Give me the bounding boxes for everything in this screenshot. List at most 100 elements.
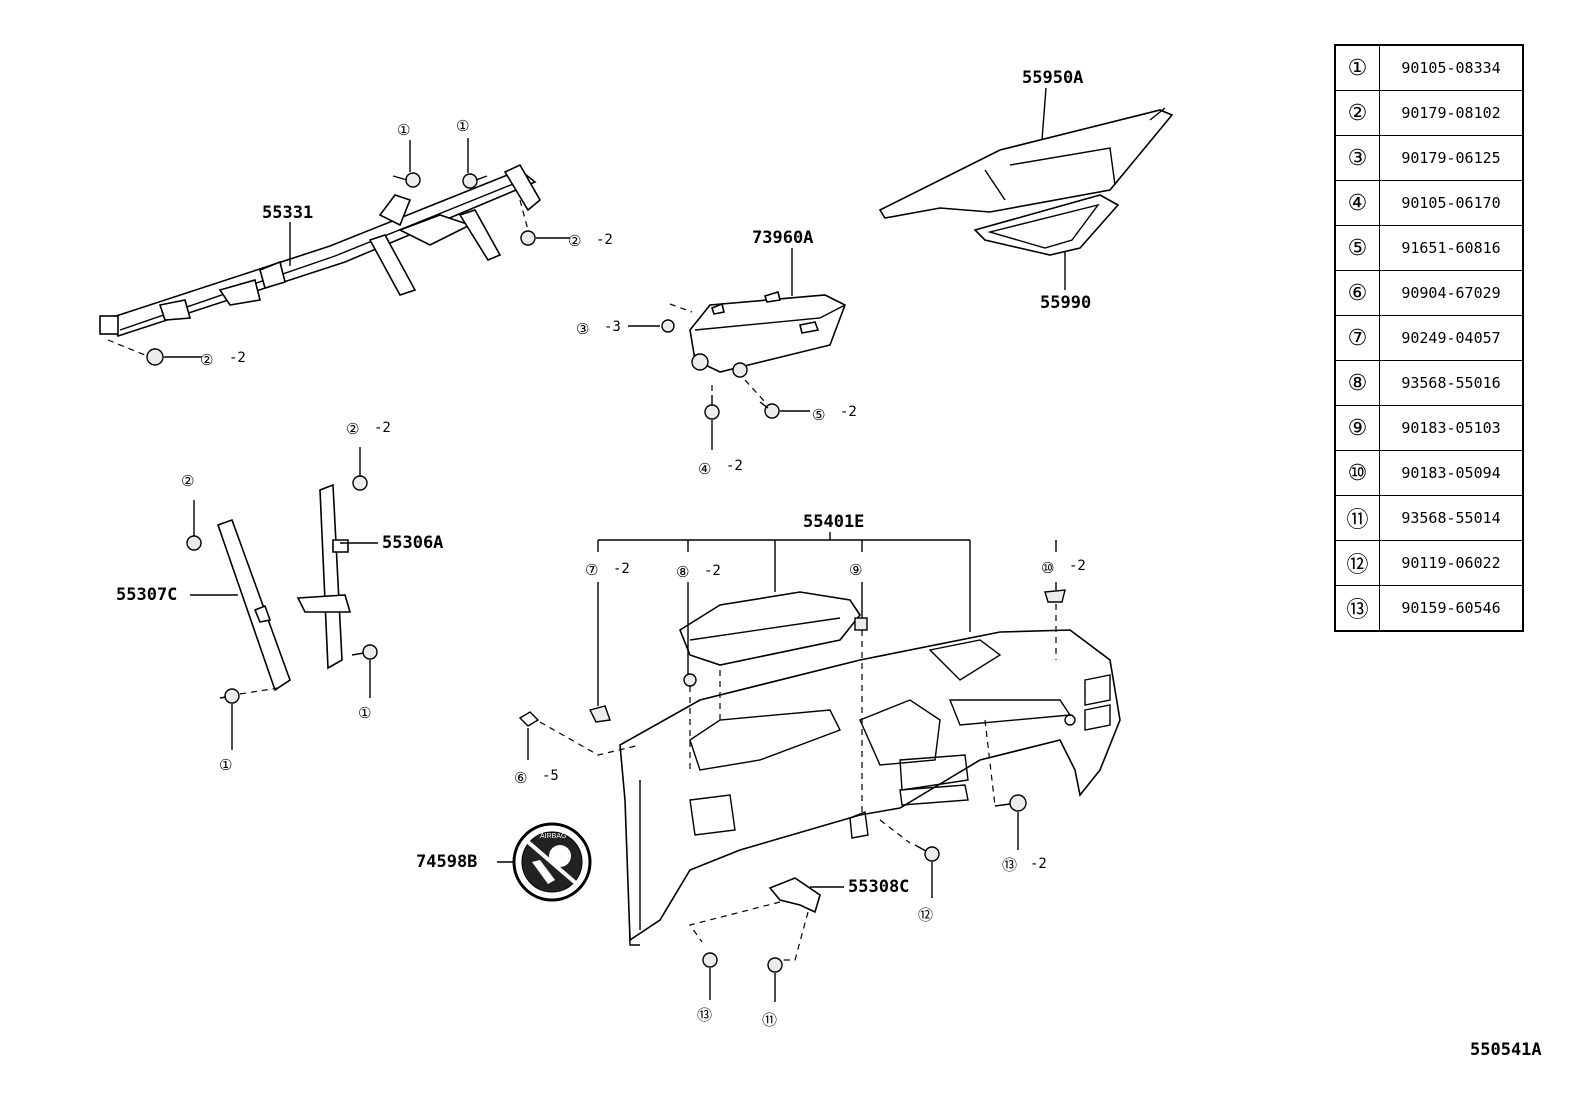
svg-text:⑦: ⑦	[585, 561, 598, 579]
part-number: 91651-60816	[1379, 225, 1524, 271]
svg-text:⑬: ⑬	[697, 1006, 712, 1024]
svg-text:-2: -2	[1030, 856, 1047, 872]
svg-text:⑫: ⑫	[918, 906, 933, 924]
part-number: 90105-06170	[1379, 180, 1524, 226]
callout: ⑨	[849, 561, 862, 579]
callout: ② -2	[346, 420, 391, 438]
part-number: 90249-04057	[1379, 315, 1524, 361]
airbag-warning-label-icon: AIRBAG	[512, 822, 592, 902]
svg-text:③: ③	[576, 320, 589, 338]
nut-icon	[146, 348, 164, 366]
page-code: 550541A	[1470, 1040, 1542, 1060]
ref-number: ⑨	[1334, 405, 1381, 451]
svg-text:-2: -2	[840, 404, 857, 420]
svg-text:②: ②	[181, 472, 194, 490]
callout: ①	[358, 704, 371, 722]
ref-number: ⑬	[1334, 585, 1381, 632]
svg-text:⑧: ⑧	[676, 563, 689, 581]
ref-number: ③	[1334, 135, 1381, 181]
svg-text:①: ①	[397, 121, 410, 139]
callout: ⑧ -2	[676, 563, 721, 581]
clip-icon	[854, 617, 868, 631]
label-55331: 55331	[262, 203, 313, 223]
bolt-icon	[351, 644, 378, 660]
part-number: 90179-06125	[1379, 135, 1524, 181]
ref-number: ⑫	[1334, 540, 1381, 586]
callout: ⑫	[918, 906, 933, 924]
bracket-55308C	[768, 877, 821, 914]
svg-text:⑩: ⑩	[1041, 559, 1054, 577]
label-55307C: 55307C	[116, 585, 177, 605]
clip-icon	[1044, 589, 1066, 603]
bolt-icon	[704, 395, 720, 420]
ref-number: ①	[1334, 44, 1381, 91]
callout: ①	[219, 756, 232, 774]
callout: ④ -2	[698, 458, 743, 478]
part-number: 93568-55016	[1379, 360, 1524, 406]
ref-number: ⑪	[1334, 495, 1381, 541]
nut-icon	[661, 319, 675, 333]
svg-text:⑥: ⑥	[514, 769, 527, 787]
svg-text:-2: -2	[229, 350, 246, 366]
svg-text:②: ②	[568, 232, 581, 250]
ref-number: ⑥	[1334, 270, 1381, 316]
ref-number: ⑦	[1334, 315, 1381, 361]
svg-text:-2: -2	[726, 458, 743, 474]
svg-text:②: ②	[346, 420, 359, 438]
callout: ⑬	[697, 1006, 712, 1024]
svg-text:①: ①	[358, 704, 371, 722]
callout: ②	[181, 472, 194, 490]
callout: ⑤ -2	[812, 404, 857, 424]
glove-box-lid	[679, 591, 861, 666]
callout: ⑬ -2	[1002, 856, 1047, 874]
svg-text:⑨: ⑨	[849, 561, 862, 579]
reinforcement-beam-55331	[99, 163, 542, 337]
svg-text:-2: -2	[704, 563, 721, 579]
nut-icon	[520, 230, 536, 246]
svg-text:-2: -2	[596, 232, 613, 248]
part-number: 90183-05094	[1379, 450, 1524, 496]
airbag-text: AIRBAG	[540, 833, 566, 840]
part-number: 90159-60546	[1379, 585, 1524, 632]
clip-icon	[518, 711, 540, 727]
panel-55950A	[878, 107, 1174, 219]
ref-number: ⑤	[1334, 225, 1381, 271]
callout: ⑥ -5	[514, 768, 559, 787]
svg-text:-2: -2	[1069, 558, 1086, 574]
bolt-icon	[219, 688, 240, 704]
part-number: 90105-08334	[1379, 44, 1524, 91]
label-55308C: 55308C	[848, 877, 909, 897]
ref-number: ⑧	[1334, 360, 1381, 406]
callout: ⑩ -2	[1041, 558, 1086, 577]
svg-text:-5: -5	[542, 768, 559, 784]
bracket-55307C	[216, 518, 291, 692]
label-55401E: 55401E	[803, 512, 864, 532]
svg-text:-2: -2	[613, 561, 630, 577]
svg-text:-2: -2	[374, 420, 391, 436]
callout: ② -2	[200, 350, 246, 369]
nut-icon	[186, 535, 202, 551]
part-number: 93568-55014	[1379, 495, 1524, 541]
nut-icon	[352, 475, 368, 491]
svg-text:⑬: ⑬	[1002, 856, 1017, 874]
airbag-module-73960A	[689, 290, 847, 378]
screw-icon	[683, 673, 697, 687]
ref-number: ⑩	[1334, 450, 1381, 496]
callout: ② -2	[568, 232, 613, 250]
bolt-icon	[767, 957, 783, 973]
callout: ①	[397, 121, 410, 139]
panel-55990	[973, 194, 1120, 256]
label-55306A: 55306A	[382, 533, 443, 553]
ref-number: ④	[1334, 180, 1381, 226]
